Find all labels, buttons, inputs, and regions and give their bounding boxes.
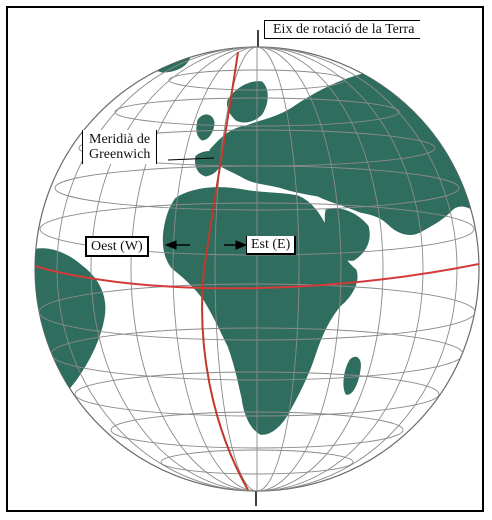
parallel-line: [39, 202, 475, 256]
parallel-line: [160, 449, 354, 475]
parallel-line: [114, 97, 400, 127]
meridian-line: [214, 47, 300, 491]
british-isles-shape: [196, 114, 215, 141]
parallel-line: [110, 411, 404, 449]
east-label: Est (E): [246, 236, 297, 255]
equator-line: [35, 263, 479, 290]
meridian-line: [90, 47, 424, 491]
parallel-line: [168, 69, 346, 91]
meridian-line: [130, 47, 384, 491]
meridian-line: [172, 47, 342, 491]
east-arrowhead: [235, 240, 248, 250]
meridian-label-line1: Meridià de: [89, 132, 151, 147]
meridian-label-line2: Greenwich: [89, 147, 151, 162]
west-label: Oest (W): [85, 236, 149, 257]
west-arrowhead: [164, 240, 177, 250]
direction-arrows: [164, 240, 248, 250]
parallel-line: [54, 165, 460, 211]
meridian-leader-line: [167, 157, 215, 161]
greenwich-meridian-line: [201, 51, 249, 491]
eurasia-shape: [209, 72, 479, 235]
rotation-axis-label: Eix de rotació de la Terra: [264, 20, 421, 39]
iberia-shape: [195, 151, 223, 177]
greenwich-meridian-label: Meridià de Greenwich: [82, 130, 158, 164]
parallel-line: [74, 371, 440, 417]
